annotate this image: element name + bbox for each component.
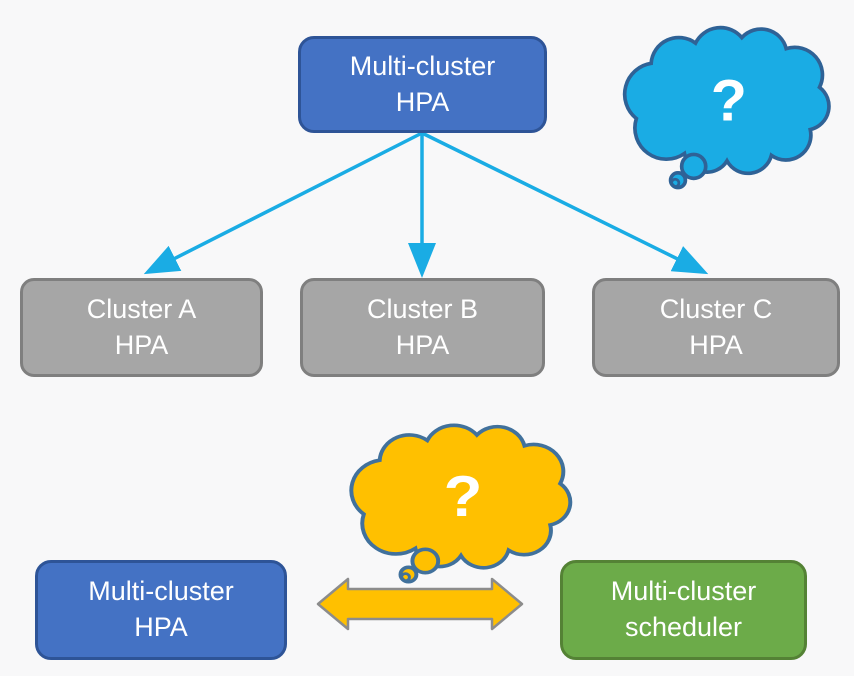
box-label-line: scheduler <box>624 612 743 642</box>
box-label-line: Multi-cluster <box>610 576 757 607</box>
question-mark: ? <box>444 464 483 529</box>
multi-cluster-hpa-box: Multi-cluster HPA <box>298 36 547 133</box>
cluster-c-hpa-box: Cluster C HPA <box>592 278 840 377</box>
cluster-b-hpa-box: Cluster B HPA <box>300 278 545 377</box>
thought-cloud-bottom: ? <box>349 423 573 584</box>
thought-cloud-top: ? <box>622 25 831 190</box>
box-label-line: HPA <box>689 329 743 360</box>
box-label-line: HPA <box>114 329 169 360</box>
multi-cluster-hpa-box-bottom: Multi-cluster HPA <box>35 560 287 660</box>
question-mark: ? <box>711 68 747 134</box>
box-label-line: Cluster B <box>366 293 479 324</box>
box-label-line: Cluster C <box>659 293 773 324</box>
arrow-to-cluster-a <box>143 131 423 275</box>
box-label-line: HPA <box>134 612 188 642</box>
multi-cluster-scheduler-box: Multi-cluster scheduler <box>560 560 807 660</box>
cluster-a-hpa-box: Cluster A HPA <box>20 278 263 377</box>
box-label-line: HPA <box>395 329 450 360</box>
box-label-line: Multi-cluster <box>349 50 496 81</box>
box-label-line: Cluster A <box>86 293 197 324</box>
cloud-tail-bubble <box>410 547 441 575</box>
box-label-line: HPA <box>395 86 450 117</box>
box-label-line: Multi-cluster <box>88 576 234 607</box>
